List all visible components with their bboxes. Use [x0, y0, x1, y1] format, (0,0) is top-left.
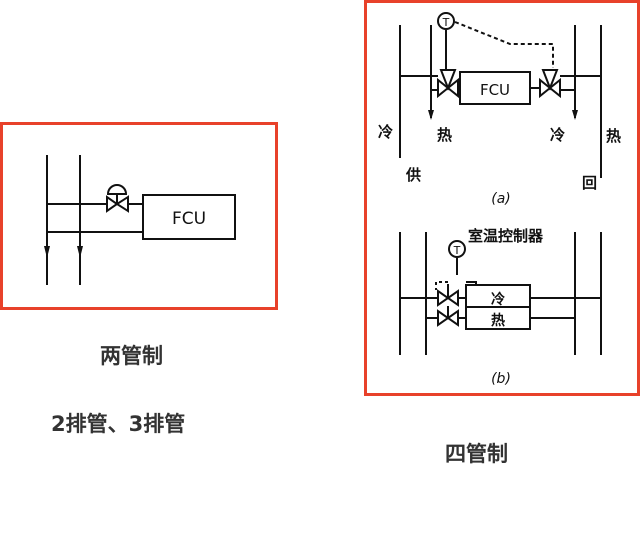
- three-way-valve-left-icon: [437, 69, 459, 99]
- three-way-valve-right-icon: [539, 69, 561, 99]
- two-pipe-schematic: [44, 155, 236, 285]
- controller-label: 室温控制器: [468, 227, 544, 245]
- four-pipe-frame: [364, 0, 640, 396]
- coil-valve-hot-icon: [437, 306, 459, 327]
- hot-supply-label: 热: [437, 126, 452, 144]
- thermostat-a-icon: [437, 12, 455, 30]
- thermostat-a-label: T: [442, 16, 450, 29]
- caption-a: (a): [491, 191, 511, 207]
- coil-cold-label: 冷: [491, 291, 505, 308]
- supply-label: 供: [405, 166, 421, 184]
- four-pipe-schematic-a: [399, 12, 602, 178]
- coil-hot-label: 热: [491, 312, 505, 329]
- caption-b: (b): [491, 371, 511, 387]
- thermostat-b-icon: [448, 240, 466, 258]
- cold-supply-label: 冷: [378, 123, 393, 141]
- return-label: 回: [582, 174, 597, 192]
- thermostat-b-label: T: [453, 244, 461, 257]
- coil-valve-cold-icon: [437, 284, 459, 307]
- cold-return-label: 冷: [550, 126, 565, 144]
- two-pipe-frame: [0, 122, 278, 310]
- hot-return-label: 热: [606, 127, 621, 145]
- four-pipe-schematic-b: [399, 232, 602, 355]
- four-pipe-caption: 四管制: [445, 442, 508, 466]
- two-pipe-caption: 两管制: [100, 344, 163, 368]
- fcu-box: [142, 194, 236, 240]
- pipe-types-caption: 2排管、3排管: [51, 412, 186, 436]
- fcu-label: FCU: [172, 209, 206, 229]
- fcu-box-a: [459, 71, 531, 105]
- two-way-valve-icon: [106, 184, 129, 213]
- fcu-label-a: FCU: [480, 81, 510, 99]
